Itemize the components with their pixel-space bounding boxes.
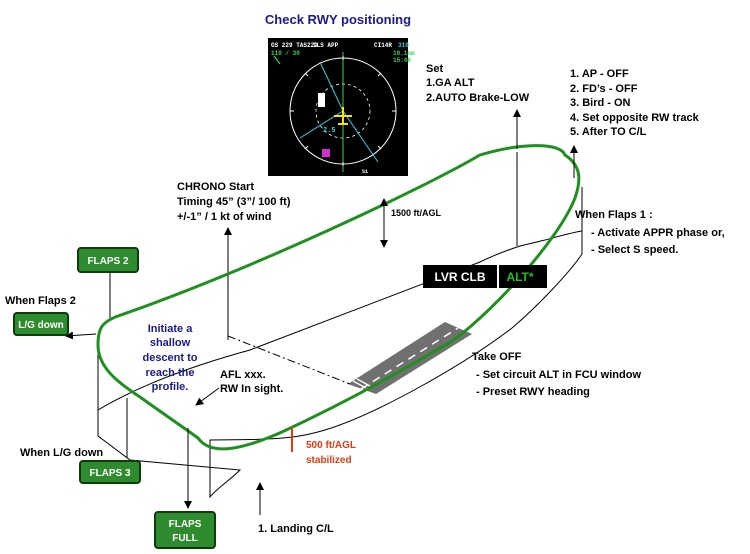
- title: Check RWY positioning: [265, 12, 411, 27]
- flaps3-label: FLAPS 3: [89, 468, 131, 479]
- lg-down-label: L/G down: [18, 320, 64, 331]
- descent-line1: Initiate a: [148, 323, 194, 335]
- flaps-full-box: [154, 511, 216, 549]
- nd-ident: CI14R: [374, 42, 392, 49]
- landing-cl: 1. Landing C/L: [258, 523, 334, 535]
- descent-line4: reach the: [146, 367, 195, 379]
- list-item: 1. AP - OFF: [570, 68, 629, 80]
- nd-speed-readout: GS 229 TAS229: [271, 42, 318, 49]
- afl-arrow: [195, 387, 220, 406]
- flaps-full-line1: FLAPS: [169, 519, 202, 530]
- nd-mode: ILS APP: [313, 42, 339, 49]
- flaps1-heading: When Flaps 1 :: [575, 209, 653, 221]
- when-lg-down: When L/G down: [20, 447, 103, 459]
- flaps2-label: FLAPS 2: [87, 256, 129, 267]
- set-line1: 1.GA ALT: [426, 77, 475, 89]
- takeoff-item1: - Set circuit ALT in FCU window: [476, 369, 641, 381]
- when-flaps2: When Flaps 2: [5, 295, 76, 307]
- takeoff-heading: Take OFF: [472, 351, 522, 363]
- nd-wind: 110 / 30: [271, 50, 300, 57]
- afl-line2: RW In sight.: [220, 383, 283, 395]
- set-heading: Set: [426, 63, 443, 75]
- nd-distance: 10.1nm: [393, 50, 415, 57]
- ground-track: [97, 230, 583, 499]
- descent-line2: shallow: [150, 337, 191, 349]
- list-item: 4. Set opposite RW track: [570, 112, 700, 124]
- fma-vertical: ALT*: [506, 270, 533, 284]
- nd-tick-label: S1: [362, 169, 368, 175]
- descent-line3: descent to: [142, 352, 197, 364]
- after-takeoff-list: 1. AP - OFF 2. FD’s - OFF 3. Bird - ON 4…: [570, 68, 700, 138]
- runway: [348, 319, 472, 394]
- nd-time: 15:46: [393, 57, 411, 64]
- nd-range-label: 2.5: [323, 127, 336, 135]
- stabilized-line1: 500 ft/AGL: [306, 440, 356, 451]
- flaps1-item2: - Select S speed.: [591, 244, 678, 256]
- fma-vertical-box: [499, 265, 547, 288]
- flaps2-box: [77, 247, 139, 273]
- traffic-pattern: [96, 144, 581, 451]
- altitude-label: 1500 ft/AGL: [391, 208, 442, 218]
- afl-line1: AFL xxx.: [220, 369, 266, 381]
- descent-note: Initiate a shallow descent to reach the …: [142, 323, 197, 393]
- set-line2: 2.AUTO Brake-LOW: [426, 92, 530, 104]
- fma-lateral-box: [423, 265, 497, 288]
- list-item: 5. After TO C/L: [570, 126, 647, 138]
- chrono-line1: CHRONO Start: [177, 181, 254, 193]
- list-item: 2. FD’s - OFF: [570, 83, 638, 95]
- stabilized-line2: stabilized: [306, 455, 352, 466]
- list-item: 3. Bird - ON: [570, 97, 631, 109]
- chrono-line3: +/-1” / 1 kt of wind: [177, 211, 271, 223]
- nd-freq: 310: [398, 42, 409, 49]
- flaps3-box: [79, 460, 141, 484]
- takeoff-item2: - Preset RWY heading: [476, 386, 590, 398]
- approach-reference-line: [227, 335, 351, 385]
- flaps1-item1: - Activate APPR phase or,: [591, 227, 725, 239]
- lg-down-arrow: [65, 331, 97, 340]
- chrono-line2: Timing 45” (3”/ 100 ft): [177, 196, 291, 208]
- flaps-full-line2: FULL: [172, 533, 198, 544]
- fma-lateral: LVR CLB: [434, 270, 485, 284]
- navigation-display: GS 229 TAS229 ILS APP CI14R 310 110 / 30…: [268, 38, 415, 176]
- descent-line5: profile.: [152, 381, 189, 393]
- lg-down-box: [13, 312, 69, 336]
